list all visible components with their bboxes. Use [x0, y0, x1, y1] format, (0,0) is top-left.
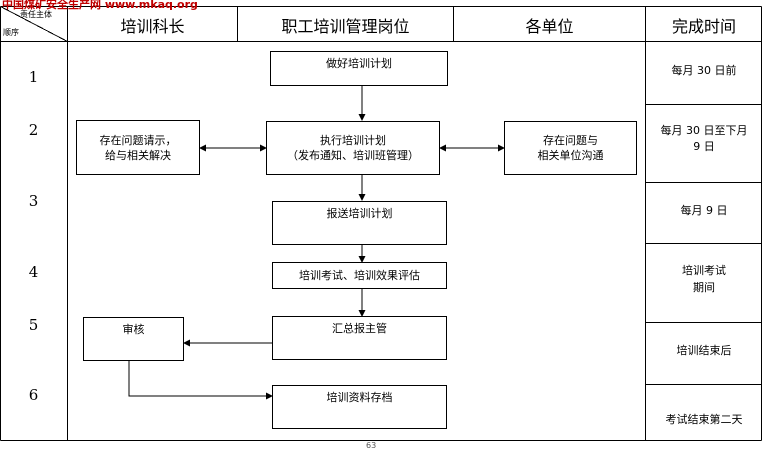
box-problem-request-line2: 给与相关解决: [105, 148, 171, 162]
row-number-2: 2: [28, 121, 39, 139]
row-number-3: 3: [28, 192, 39, 210]
box-review: 审核: [83, 317, 184, 361]
corner-label-responsibility: 责任主体: [20, 10, 52, 19]
box-make-training-plan-label: 做好培训计划: [326, 57, 392, 70]
time-row-2-line1: 每月 30 日至下月: [660, 124, 748, 137]
box-summary-report: 汇总报主管: [272, 316, 447, 360]
arrow-review-to-archive: [128, 361, 273, 400]
box-exam-evaluation: 培训考试、培训效果评估: [272, 262, 447, 289]
box-execute-line2: （发布通知、培训班管理）: [287, 149, 419, 162]
box-summary-report-label: 汇总报主管: [332, 322, 387, 335]
row-number-6: 6: [28, 386, 39, 404]
box-communicate-units: 存在问题与 相关单位沟通: [504, 121, 637, 175]
time-row-5: 培训结束后: [676, 344, 732, 357]
time-row-4-line2: 期间: [693, 281, 715, 294]
box-problem-request-line1: 存在问题请示，: [99, 133, 177, 147]
box-archive-materials: 培训资料存档: [272, 385, 447, 429]
box-archive-materials-label: 培训资料存档: [326, 391, 393, 404]
header-units: 各单位: [525, 17, 574, 36]
page-number: 63: [366, 441, 377, 450]
time-row-1: 每月 30 日前: [671, 64, 737, 77]
time-row-4-line1: 培训考试: [682, 264, 726, 277]
box-execute-training-plan: 执行培训计划 （发布通知、培训班管理）: [266, 121, 440, 175]
corner-label-sequence: 顺序: [3, 28, 19, 37]
box-communicate-line2: 相关单位沟通: [537, 149, 604, 162]
header-completion-time: 完成时间: [671, 17, 736, 36]
box-exam-evaluation-label: 培训考试、培训效果评估: [299, 269, 420, 282]
box-execute-line1: 执行培训计划: [320, 134, 386, 147]
header-training-chief: 培训科长: [120, 17, 185, 36]
row-number-4: 4: [28, 263, 39, 281]
box-communicate-line1: 存在问题与: [543, 134, 598, 147]
box-make-training-plan: 做好培训计划: [270, 51, 448, 86]
box-review-label: 审核: [122, 323, 145, 336]
time-row-2-line2: 9 日: [693, 140, 715, 153]
time-row-3: 每月 9 日: [680, 204, 728, 217]
row-number-1: 1: [28, 68, 39, 86]
watermark-text: 中国煤矿安全生产网 www.mkaq.org: [2, 0, 198, 11]
time-row-6: 考试结束第二天: [665, 413, 743, 426]
row-number-5: 5: [28, 316, 39, 334]
header-training-post: 职工培训管理岗位: [281, 17, 410, 36]
box-submit-training-plan: 报送培训计划: [272, 201, 447, 245]
box-problem-request: 存在问题请示， 给与相关解决: [76, 120, 200, 175]
box-submit-training-plan-label: 报送培训计划: [326, 207, 393, 220]
